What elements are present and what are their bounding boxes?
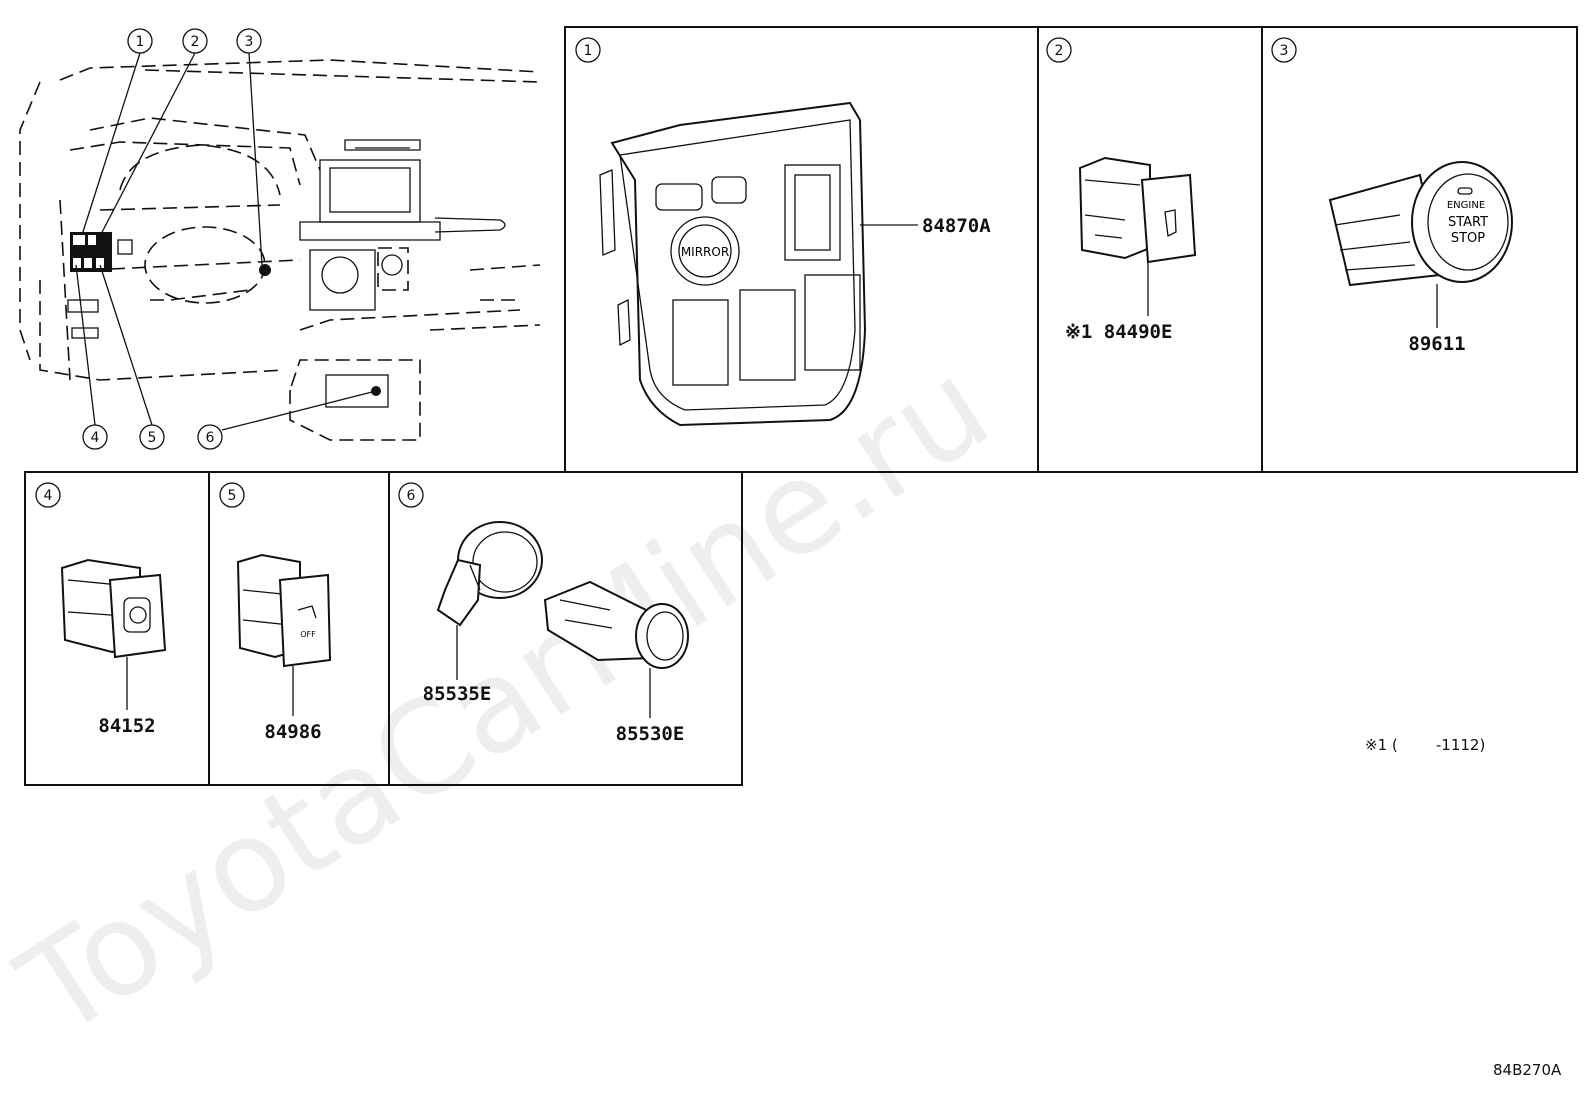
engine-label: ENGINE — [1447, 200, 1485, 211]
svg-text:5: 5 — [148, 430, 157, 446]
svg-text:6: 6 — [407, 488, 416, 504]
overview-callout-2: 2 — [182, 28, 208, 54]
switch-84490E — [1078, 156, 1197, 264]
diagram-code: 84B270A — [1493, 1061, 1562, 1079]
part-number-85530E: 85530E — [616, 723, 685, 745]
panel-4: 4 84152 — [35, 482, 167, 737]
start-label: START — [1448, 215, 1488, 230]
svg-text:3: 3 — [245, 34, 254, 50]
footnote: ※1 ( -1112) — [1365, 736, 1485, 754]
svg-text:3: 3 — [1280, 43, 1289, 59]
part-number-84870A: 84870A — [922, 215, 991, 237]
panel-frames — [24, 26, 1578, 786]
svg-text:2: 2 — [191, 34, 200, 50]
svg-text:1: 1 — [136, 34, 145, 50]
stop-label: STOP — [1451, 231, 1485, 246]
power-outlet-85530E — [543, 580, 689, 669]
mirror-label: MIRROR — [681, 245, 729, 259]
svg-text:4: 4 — [91, 430, 100, 446]
overview-callout-4: 4 — [82, 424, 108, 450]
switch-84152 — [60, 558, 167, 659]
panel-2: 2 ※1 84490E — [1046, 37, 1197, 343]
panel-6: 6 85535E 85530E — [398, 482, 689, 745]
svg-text:4: 4 — [44, 488, 53, 504]
part-number-84490E: ※1 84490E — [1065, 321, 1172, 343]
panel-1: 1 MIRROR 84870A — [575, 37, 991, 427]
overview-callout-3: 3 — [236, 28, 262, 54]
part-number-84152: 84152 — [98, 715, 155, 737]
panel-3: 3 ENGINE START STOP 89611 — [1271, 37, 1513, 355]
switch-84986: OFF — [236, 553, 332, 668]
svg-text:2: 2 — [1055, 43, 1064, 59]
part-number-85535E: 85535E — [423, 683, 492, 705]
panel-5: 5 OFF 84986 — [219, 482, 332, 743]
off-label: OFF — [300, 630, 316, 639]
part-number-89611: 89611 — [1408, 333, 1465, 355]
svg-text:6: 6 — [206, 430, 215, 446]
part-number-84986: 84986 — [264, 721, 321, 743]
socket-cover-85535E — [436, 521, 543, 627]
overview-callout-6: 6 — [197, 424, 223, 450]
svg-text:5: 5 — [228, 488, 237, 504]
svg-text:1: 1 — [584, 43, 593, 59]
overview-callout-1: 1 — [127, 28, 153, 54]
engine-start-button-89611: ENGINE START STOP — [1328, 161, 1513, 287]
dashboard-overview: 1 2 3 4 5 6 — [19, 28, 541, 450]
overview-callout-5: 5 — [139, 424, 165, 450]
switch-assembly-84870A: MIRROR — [599, 101, 867, 427]
